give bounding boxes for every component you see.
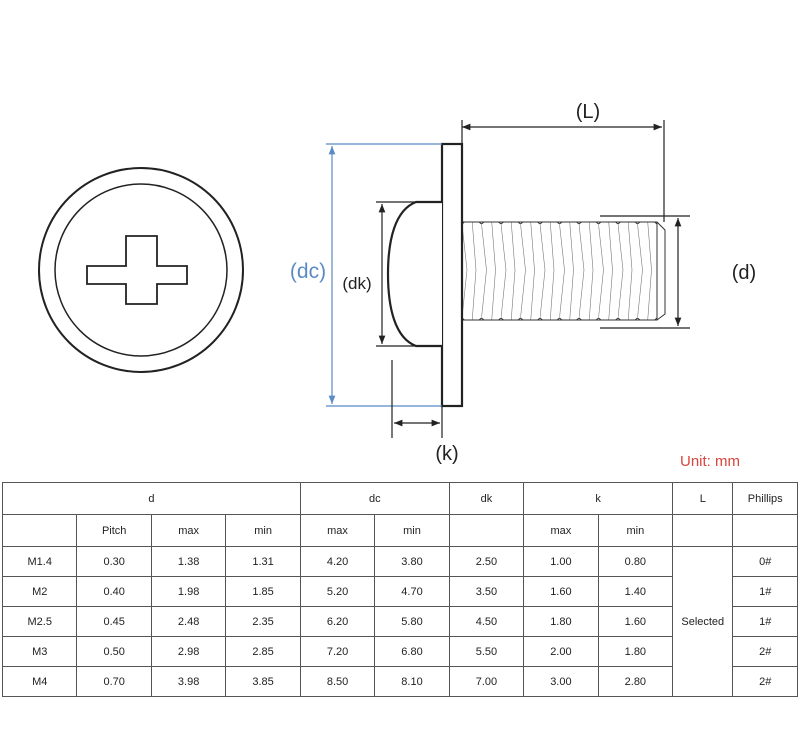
cell-k-min: 2.80 [597, 666, 674, 697]
screw-head-top-view [38, 167, 244, 373]
cell-pitch: 0.50 [76, 636, 152, 667]
cell-pitch: 0.45 [76, 606, 152, 637]
cell-size: M2.5 [1, 606, 78, 637]
table-row: M4 0.70 3.98 3.85 8.50 8.10 7.00 3.00 2.… [1, 666, 798, 697]
cell-d-min: 2.85 [225, 636, 301, 667]
cell-d-min: 1.31 [225, 546, 301, 577]
cell-phillips: 2# [732, 666, 798, 697]
cell-dc-min: 3.80 [374, 546, 450, 577]
header-dc-max: max [299, 514, 376, 547]
cell-phillips: 1# [732, 576, 798, 607]
cell-dc-min: 5.80 [374, 606, 450, 637]
cell-pitch: 0.30 [76, 546, 152, 577]
header-dk-blank [448, 514, 525, 547]
cell-phillips: 2# [732, 636, 798, 667]
header-L: L [672, 482, 734, 515]
cell-k-min: 1.40 [597, 576, 674, 607]
cell-dk: 5.50 [448, 636, 525, 667]
cell-d-max: 2.98 [150, 636, 227, 667]
cell-dc-max: 4.20 [299, 546, 376, 577]
cell-k-max: 1.00 [523, 546, 599, 577]
cell-size: M3 [1, 636, 78, 667]
header-dc: dc [299, 482, 450, 515]
domed-head [386, 200, 442, 348]
cell-d-max: 3.98 [150, 666, 227, 697]
table-row: M2 0.40 1.98 1.85 5.20 4.70 3.50 1.60 1.… [1, 576, 798, 607]
cell-d-min: 3.85 [225, 666, 301, 697]
collar-washer [440, 142, 464, 408]
cell-k-max: 3.00 [523, 666, 599, 697]
cell-size: M4 [1, 666, 78, 697]
cell-dc-max: 8.50 [299, 666, 376, 697]
cell-k-min: 1.60 [597, 606, 674, 637]
header-k-min: min [597, 514, 674, 547]
header-row-top: d dc dk k L Phillips [2, 482, 798, 515]
header-k: k [523, 482, 674, 515]
label-thread-diameter: (d) [732, 262, 756, 284]
screw-technical-drawing: (L) (dc) (dk) (d) (k) [38, 101, 756, 465]
header-phillips-blank [732, 514, 798, 547]
header-d-max: max [150, 514, 227, 547]
header-d: d [2, 482, 301, 515]
table-row: M2.5 0.45 2.48 2.35 6.20 5.80 4.50 1.80 … [1, 606, 798, 637]
cell-d-min: 2.35 [225, 606, 301, 637]
cell-d-max: 1.38 [150, 546, 227, 577]
label-collar-diameter: (dc) [290, 260, 326, 283]
unit-note: Unit: mm [680, 453, 740, 470]
collar-outline-circle [38, 167, 244, 373]
cell-dc-max: 5.20 [299, 576, 376, 607]
cell-pitch: 0.40 [76, 576, 152, 607]
header-row-sub: Pitch max min max min max min [1, 514, 798, 547]
cell-phillips: 1# [732, 606, 798, 637]
cell-d-min: 1.85 [225, 576, 301, 607]
screw-side-view [386, 142, 666, 408]
cell-pitch: 0.70 [76, 666, 152, 697]
cell-k-max: 2.00 [523, 636, 599, 667]
cell-size: M2 [1, 576, 78, 607]
cell-dk: 2.50 [448, 546, 525, 577]
head-outline-circle [54, 183, 228, 357]
cell-dc-min: 6.80 [374, 636, 450, 667]
cell-dk: 3.50 [448, 576, 525, 607]
cell-k-min: 1.80 [597, 636, 674, 667]
header-dc-min: min [374, 514, 450, 547]
label-collar-thickness: (k) [435, 443, 458, 465]
cell-k-max: 1.60 [523, 576, 599, 607]
cell-length-selected: Selected [672, 546, 734, 697]
header-k-max: max [523, 514, 599, 547]
cell-dc-max: 7.20 [299, 636, 376, 667]
cell-d-max: 1.98 [150, 576, 227, 607]
threaded-shank [461, 221, 658, 321]
header-pitch: Pitch [76, 514, 152, 547]
phillips-cross-icon [86, 235, 188, 305]
cell-dc-min: 4.70 [374, 576, 450, 607]
header-size-blank [1, 514, 78, 547]
header-dk: dk [448, 482, 525, 515]
label-length: (L) [576, 101, 600, 123]
cell-k-max: 1.80 [523, 606, 599, 637]
table-row: M1.4 0.30 1.38 1.31 4.20 3.80 2.50 1.00 … [1, 546, 798, 697]
cell-dc-min: 8.10 [374, 666, 450, 697]
cell-dc-max: 6.20 [299, 606, 376, 637]
dimension-lines [326, 120, 690, 438]
cell-d-max: 2.48 [150, 606, 227, 637]
cell-dk: 4.50 [448, 606, 525, 637]
header-L-blank [672, 514, 734, 547]
cell-size: M1.4 [1, 546, 78, 577]
spec-table: d dc dk k L Phillips Pitch max min max m… [1, 482, 798, 697]
label-head-diameter: (dk) [342, 274, 371, 293]
cell-phillips: 0# [732, 546, 798, 577]
cell-k-min: 0.80 [597, 546, 674, 577]
header-d-min: min [225, 514, 301, 547]
header-phillips: Phillips [732, 482, 798, 515]
cell-dk: 7.00 [448, 666, 525, 697]
